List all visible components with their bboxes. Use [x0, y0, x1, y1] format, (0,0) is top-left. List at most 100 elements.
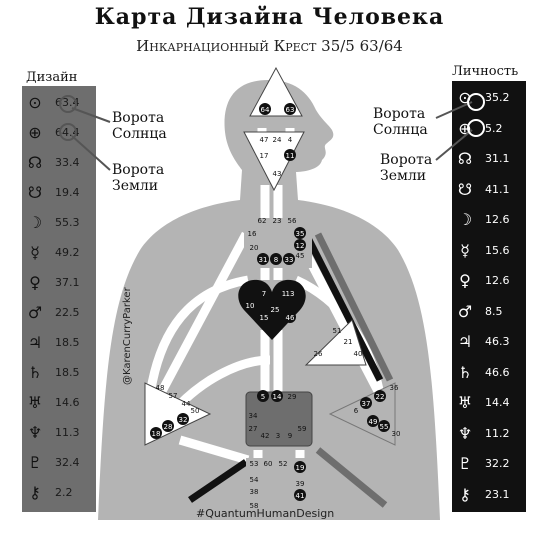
gate-label-throat: 56 [288, 217, 297, 225]
gate-label-solar_plexus: 22 [376, 393, 385, 401]
gate-label-root: 60 [264, 460, 273, 468]
gate-label-sacral: 27 [249, 425, 258, 433]
gate-activation-dot [360, 397, 372, 409]
author-handle: @KarenCurryParker [122, 287, 133, 385]
gate-label-sacral: 3 [276, 432, 280, 440]
gate-label-throat: 23 [273, 217, 282, 225]
personality-row: ☋41.1 [452, 175, 526, 203]
gate-label-sacral: 34 [249, 412, 258, 420]
uranus-icon: ♅ [27, 393, 43, 412]
design-sun-annotation: Ворота Солнца [112, 110, 167, 142]
personality-row: ☿ 15.6 [452, 236, 526, 264]
personality-gate-value: 31.1 [485, 152, 510, 165]
gate-activation-dot [257, 390, 269, 402]
gate-activation-dot [177, 413, 189, 425]
saturn-icon: ♄ [457, 362, 473, 382]
gate-label-ajna: 4 [288, 136, 293, 144]
design-row: ♂22.5 [22, 299, 96, 326]
venus-icon: ♀ [459, 271, 471, 290]
jupiter-icon: ♃ [27, 333, 43, 352]
pluto-icon: ♇ [27, 453, 43, 472]
gate-activation-dot [259, 103, 271, 115]
gate-label-g_center: 7 [262, 290, 266, 298]
personality-gate-value: 12.6 [485, 274, 510, 287]
gate-label-head: 63 [286, 106, 295, 114]
gate-label-spleen: 57 [169, 392, 178, 400]
gate-label-solar_plexus: 6 [354, 407, 359, 415]
design-gate-value: 18.5 [55, 366, 80, 379]
gate-label-spleen: 50 [191, 407, 200, 415]
south-node-icon: ☋ [457, 179, 473, 199]
design-gate-value: 18.5 [55, 336, 80, 349]
gate-label-g_center: 13 [286, 290, 295, 298]
gate-label-heart: 40 [354, 350, 363, 358]
gate-label-solar_plexus: 55 [380, 423, 389, 431]
design-gate-value: 11.3 [55, 426, 80, 439]
mercury-icon: ☿ [460, 240, 470, 260]
gate-activation-dot [162, 420, 174, 432]
personality-gate-value: 12.6 [485, 213, 510, 226]
gate-label-throat: 31 [259, 256, 268, 264]
gate-label-root: 58 [250, 502, 259, 510]
gate-label-sacral: 29 [288, 393, 297, 401]
neptune-icon: ♆ [27, 423, 43, 442]
design-gate-value: 37.1 [55, 276, 80, 289]
spleen-center [144, 382, 212, 446]
gate-label-heart: 21 [344, 338, 353, 346]
gate-activation-dot [284, 311, 296, 323]
personality-row: ♀ 12.6 [452, 267, 526, 294]
design-gate-value: 2.2 [55, 486, 73, 499]
personality-activations-column: ⊙35.2⊕5.2☊31.1☋41.1☽12.6☿15.6♀12.6♂8.5♃4… [452, 81, 526, 512]
gate-label-root: 52 [279, 460, 288, 468]
personality-row: ♅14.4 [452, 389, 526, 416]
gate-label-throat: 16 [248, 230, 257, 238]
gate-label-throat: 62 [258, 217, 267, 225]
gate-activation-dot [283, 253, 295, 265]
mercury-icon: ☿ [30, 243, 40, 262]
gate-label-ajna: 11 [286, 152, 295, 160]
moon-icon: ☽ [457, 210, 473, 229]
personality-row: ♄46.6 [452, 358, 526, 386]
gate-label-throat: 12 [296, 242, 305, 250]
gate-label-sacral: 9 [288, 432, 292, 440]
mars-icon: ♂ [27, 303, 43, 322]
personality-row: ☽ 12.6 [452, 206, 526, 233]
personality-gate-value: 8.5 [485, 304, 503, 318]
gate-label-throat: 45 [296, 252, 305, 260]
gate-activation-dot [270, 253, 282, 265]
gate-label-head: 64 [261, 106, 270, 114]
gate-label-ajna: 24 [273, 136, 282, 144]
gate-label-heart: 51 [333, 327, 342, 335]
gate-label-sacral: 14 [273, 393, 282, 401]
personality-gate-value: 23.1 [485, 487, 510, 501]
personality-gate-value: 35.2 [485, 91, 510, 104]
gate-label-heart: 26 [314, 350, 323, 358]
gate-label-throat: 8 [274, 256, 278, 264]
design-row: ⚷2.2 [22, 479, 96, 506]
personality-row: ♃46.3 [452, 328, 526, 355]
personality-row: ⚷23.1 [452, 480, 526, 508]
gate-label-g_center: 15 [260, 314, 269, 322]
incarnation-cross-subtitle: Инкарнационный Крест 35/5 63/64 [136, 37, 403, 55]
gate-label-solar_plexus: 37 [362, 400, 371, 408]
gate-activation-dot [257, 253, 269, 265]
neptune-icon: ♆ [457, 423, 473, 443]
gate-label-spleen: 48 [156, 384, 165, 392]
gate-activation-dot [284, 149, 296, 161]
personality-gate-value: 11.2 [485, 426, 510, 440]
gate-label-root: 41 [296, 492, 305, 500]
gate-label-sacral: 5 [261, 393, 265, 401]
gate-label-root: 19 [296, 464, 305, 472]
design-row: ♄18.5 [22, 359, 96, 386]
personality-row: ♂8.5 [452, 297, 526, 325]
personality-gate-value: 15.6 [485, 243, 510, 257]
design-row: ☋19.4 [22, 179, 96, 206]
earth-icon: ⊕ [28, 123, 42, 142]
personality-earth-annotation: Ворота Земли [380, 152, 433, 184]
gate-label-throat: 35 [296, 230, 305, 238]
design-gate-value: 19.4 [55, 186, 80, 199]
uranus-icon: ♅ [457, 393, 473, 412]
gate-label-throat: 20 [250, 244, 259, 252]
gate-label-spleen: 28 [164, 423, 173, 431]
